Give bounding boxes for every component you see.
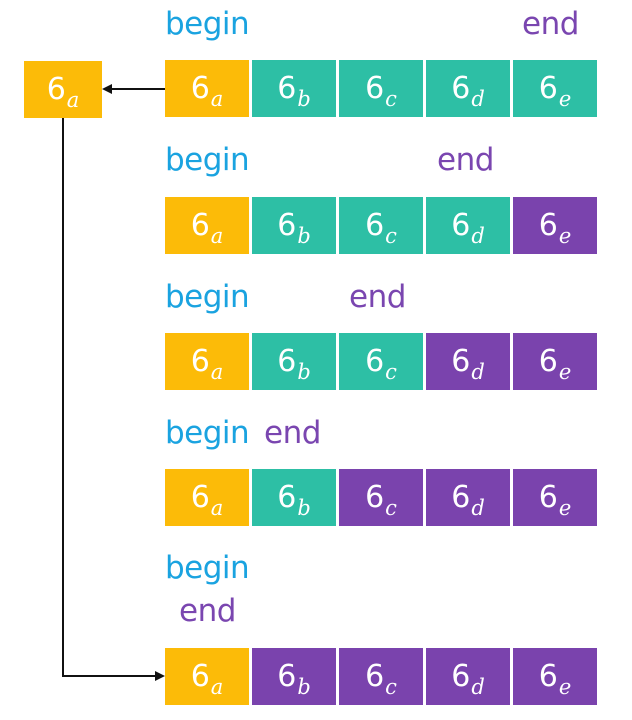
cell-number: 6	[538, 208, 558, 243]
cell-number: 6	[277, 208, 297, 243]
row-5-begin-label: begin	[165, 550, 250, 586]
cell-number: 6	[277, 344, 297, 379]
row-2-end-label: end	[437, 142, 494, 178]
cell-number: 6	[538, 71, 558, 106]
cell-number: 6	[190, 208, 210, 243]
row-2-begin-label: begin	[165, 142, 250, 178]
cell-number: 6	[538, 480, 558, 515]
row-5-end-label: end	[179, 593, 236, 629]
cell-subscript: b	[297, 359, 311, 384]
cell-number: 6	[365, 208, 385, 243]
cell-subscript: e	[558, 359, 572, 384]
cell-number: 6	[365, 480, 385, 515]
row-3-end-label: end	[349, 279, 406, 315]
cell-subscript: c	[385, 86, 397, 111]
cell-number: 6	[277, 659, 297, 694]
cell-number: 6	[365, 71, 385, 106]
cell-subscript: b	[297, 495, 311, 520]
cell-number: 6	[538, 659, 558, 694]
cell-number: 6	[451, 659, 471, 694]
row-1-begin-label: begin	[165, 6, 250, 42]
cell-subscript: a	[210, 359, 224, 384]
row-4-end-label: end	[264, 415, 321, 451]
cell-number: 6	[277, 71, 297, 106]
cell-subscript: d	[471, 359, 485, 384]
pivot-cell-number: 6	[46, 72, 66, 107]
cell-subscript: b	[297, 223, 311, 248]
cell-subscript: a	[210, 223, 224, 248]
cell-subscript: b	[297, 86, 311, 111]
cell-subscript: b	[297, 674, 311, 699]
pivot-cell-subscript: a	[66, 87, 80, 112]
cell-number: 6	[190, 659, 210, 694]
cell-number: 6	[451, 71, 471, 106]
row-4-begin-label: begin	[165, 415, 250, 451]
cell-subscript: e	[558, 223, 572, 248]
cell-subscript: c	[385, 359, 397, 384]
cell-subscript: c	[385, 674, 397, 699]
cell-number: 6	[451, 344, 471, 379]
cell-number: 6	[538, 344, 558, 379]
cell-subscript: a	[210, 495, 224, 520]
cell-number: 6	[451, 208, 471, 243]
cell-number: 6	[190, 71, 210, 106]
cell-number: 6	[190, 344, 210, 379]
cell-subscript: e	[558, 674, 572, 699]
cell-subscript: c	[385, 223, 397, 248]
row-1-end-label: end	[522, 6, 579, 42]
cell-subscript: c	[385, 495, 397, 520]
cell-subscript: e	[558, 495, 572, 520]
cell-number: 6	[365, 344, 385, 379]
cell-subscript: d	[471, 674, 485, 699]
cell-subscript: a	[210, 674, 224, 699]
cell-number: 6	[365, 659, 385, 694]
cell-number: 6	[451, 480, 471, 515]
row-3-begin-label: begin	[165, 279, 250, 315]
cell-number: 6	[277, 480, 297, 515]
cell-subscript: d	[471, 223, 485, 248]
cell-subscript: d	[471, 86, 485, 111]
cell-subscript: d	[471, 495, 485, 520]
cell-subscript: a	[210, 86, 224, 111]
cell-subscript: e	[558, 86, 572, 111]
cell-number: 6	[190, 480, 210, 515]
arrow-from-pivot-to-last-row	[62, 118, 165, 681]
